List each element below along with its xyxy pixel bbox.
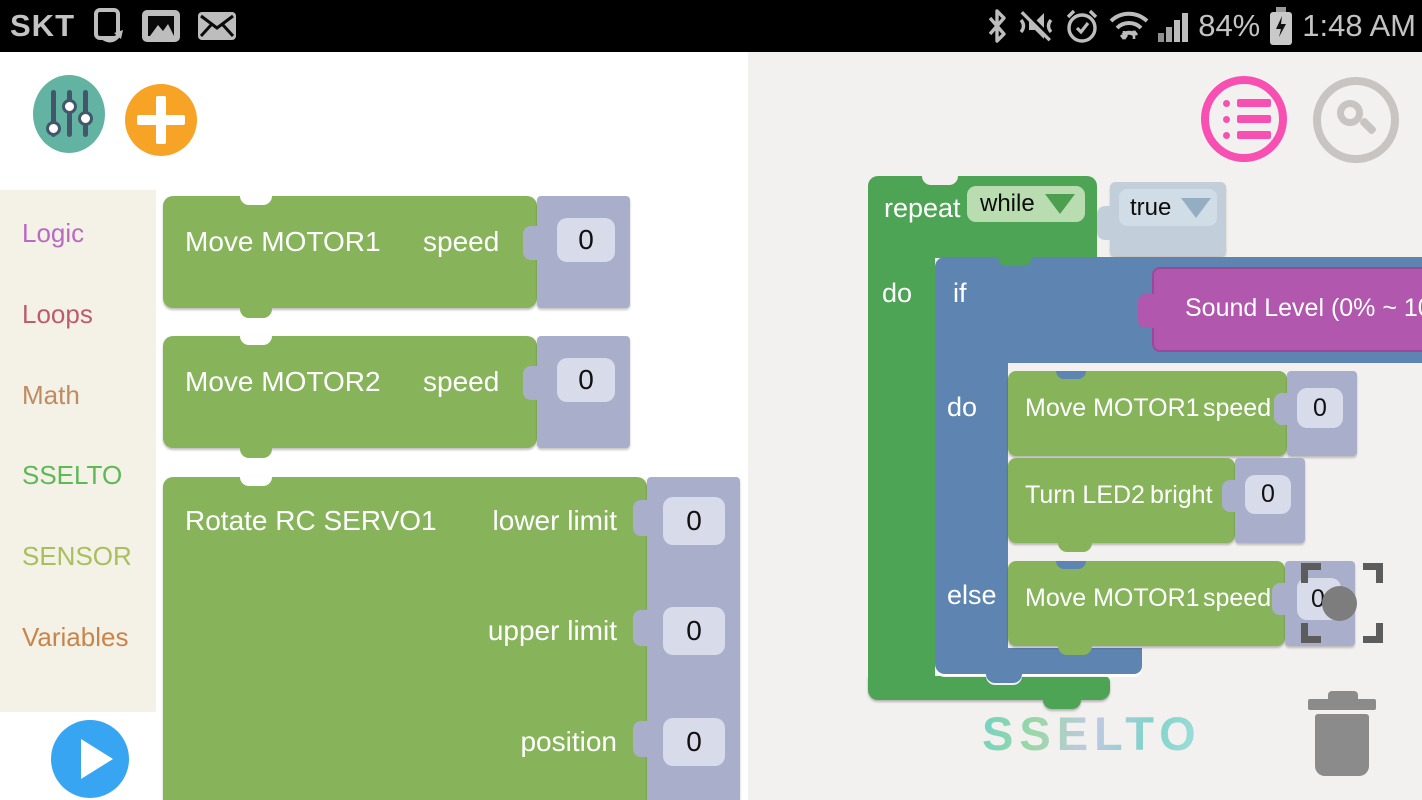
sound-level-label: Sound Level (0% ~ 100 (1185, 293, 1422, 322)
add-button[interactable] (125, 84, 197, 156)
block-label: Move MOTOR2 (185, 366, 381, 397)
sidebar-item-sselto[interactable]: SSELTO (22, 459, 123, 490)
value-input[interactable]: 0 (663, 607, 725, 655)
repeat-label: repeat (884, 192, 961, 223)
sidebar-item-variables[interactable]: Variables (22, 621, 129, 652)
block-label: Rotate RC SERVO1 (185, 505, 437, 536)
sidebar-item-logic[interactable]: Logic (22, 217, 85, 248)
repeat-mode-value: while (980, 190, 1035, 217)
chevron-down-icon (1044, 194, 1075, 214)
run-button[interactable] (51, 720, 129, 798)
condition-dropdown[interactable]: true (1119, 189, 1217, 226)
block-label: Move MOTOR1 (1025, 583, 1200, 612)
param-label: speed (423, 226, 500, 257)
category-sidebar (0, 190, 156, 712)
condition-value: true (1130, 193, 1172, 221)
block-label: Move MOTOR1 (1025, 393, 1200, 422)
block-list-button[interactable] (1201, 76, 1287, 162)
chevron-down-icon (1181, 197, 1212, 218)
value-input[interactable]: 0 (663, 718, 725, 766)
battery-charging-icon (1270, 7, 1293, 45)
mail-icon (198, 12, 236, 40)
param-label: speed (1203, 393, 1272, 422)
wifi-icon (1109, 11, 1149, 40)
clock: 1:48 AM (1302, 8, 1416, 43)
param-label: lower limit (492, 505, 617, 536)
sselto-logo: SSELTO (982, 707, 1202, 760)
screenshot-icon (94, 8, 123, 43)
bluetooth-icon (988, 9, 1006, 43)
sidebar-item-math[interactable]: Math (22, 379, 80, 410)
param-label: speed (423, 366, 500, 397)
battery-percent: 84% (1198, 8, 1261, 43)
value-input[interactable]: 0 (557, 218, 615, 262)
value-input[interactable]: 0 (663, 497, 725, 545)
alarm-icon (1067, 9, 1098, 43)
vibrate-mute-icon (1019, 9, 1054, 42)
sidebar-item-sensor[interactable]: SENSOR (22, 540, 132, 571)
search-button[interactable] (1313, 77, 1399, 163)
repeat-mode-dropdown[interactable]: while (967, 186, 1085, 222)
param-label: upper limit (487, 615, 617, 646)
if-else-label: else (947, 579, 997, 610)
repeat-do-label: do (882, 277, 913, 308)
if-do-label: do (947, 391, 978, 422)
param-label: bright (1150, 480, 1213, 509)
carrier-label: SKT (10, 8, 75, 43)
if-label: if (953, 277, 967, 308)
param-label: position (520, 726, 617, 757)
param-label: speed (1203, 583, 1272, 612)
block-label: Move MOTOR1 (185, 226, 381, 257)
selection-handle[interactable] (1322, 586, 1357, 621)
settings-button[interactable] (33, 75, 105, 153)
block-label: Turn LED2 (1025, 480, 1145, 509)
signal-icon (1158, 13, 1189, 42)
value-input[interactable]: 0 (1245, 475, 1291, 514)
value-input[interactable]: 0 (557, 358, 615, 402)
sidebar-item-loops[interactable]: Loops (22, 298, 93, 329)
status-bar: SKT (0, 0, 1422, 52)
value-input[interactable]: 0 (1297, 388, 1343, 428)
gallery-icon (142, 10, 180, 42)
